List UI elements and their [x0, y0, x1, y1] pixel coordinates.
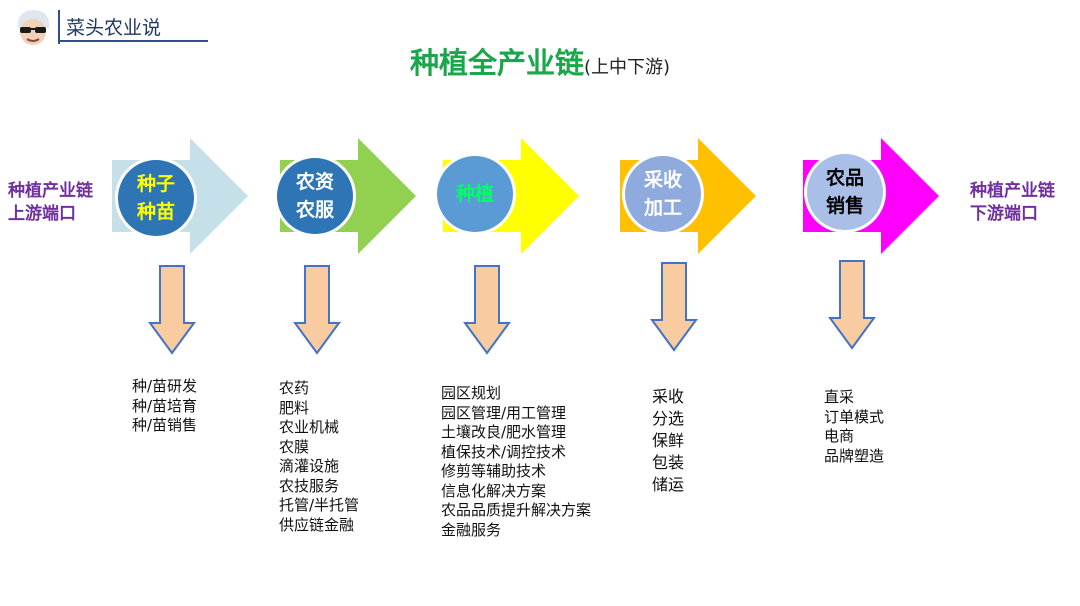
stage-circle-3: 种植: [437, 156, 513, 232]
stage-down-arrow-5: [828, 260, 876, 354]
list-item: 直采: [824, 388, 855, 406]
stage-3-details: 园区规划园区管理/用工管理土壤改良/肥水管理植保技术/调控技术修剪等辅助技术信息…: [441, 384, 591, 540]
stage-circle-5: 农品销售: [807, 154, 883, 230]
list-item: 订单模式: [824, 407, 885, 426]
list-item: 采收: [652, 387, 685, 406]
list-item: 保鲜: [652, 431, 685, 450]
stage-label-1-line1: 种子: [136, 173, 175, 195]
stage-down-arrow-1: [148, 265, 196, 359]
stage-down-arrow-2: [293, 265, 341, 359]
list-item: 农膜: [279, 437, 310, 456]
brand-avatar: [12, 8, 54, 48]
stage-label-4-line2: 加工: [643, 197, 682, 219]
stage-label-4-line1: 采收: [643, 169, 682, 191]
list-item: 分选: [652, 409, 685, 428]
title-main: 种植全产业链: [409, 46, 584, 80]
upstream-label: 种植产业链 上游端口: [8, 180, 93, 226]
list-item: 园区规划: [441, 384, 502, 402]
downstream-label: 种植产业链 下游端口: [970, 180, 1055, 226]
page-title: 种植全产业链(上中下游): [0, 40, 1080, 82]
upstream-label-line1: 种植产业链: [8, 181, 93, 201]
stage-circle-1: 种子种苗: [118, 160, 194, 236]
title-sub: (上中下游): [583, 57, 671, 78]
stage-down-arrow-3: [463, 265, 511, 359]
list-item: 电商: [824, 427, 855, 445]
stage-label-5-line2: 销售: [825, 195, 864, 217]
list-item: 储运: [652, 475, 685, 494]
stage-2-details: 农药肥料农业机械农膜滴灌设施农技服务托管/半托管供应链金融: [279, 379, 359, 535]
list-item: 包装: [652, 453, 685, 472]
list-item: 农品品质提升解决方案: [441, 501, 592, 519]
list-item: 种/苗研发: [132, 377, 198, 395]
stage-label-2-line2: 农服: [295, 199, 334, 221]
upstream-label-line2: 上游端口: [8, 204, 76, 224]
list-item: 种/苗培育: [132, 396, 198, 415]
list-item: 农业机械: [279, 418, 340, 436]
list-item: 滴灌设施: [279, 457, 340, 475]
list-item: 农药: [279, 379, 310, 397]
list-item: 肥料: [279, 398, 310, 417]
stage-1-details: 种/苗研发种/苗培育种/苗销售: [132, 377, 197, 436]
list-item: 修剪等辅助技术: [441, 462, 547, 480]
list-item: 品牌塑造: [824, 446, 885, 465]
list-item: 供应链金融: [279, 515, 355, 534]
stage-5-details: 直采订单模式电商品牌塑造: [824, 388, 884, 466]
downstream-label-line2: 下游端口: [970, 204, 1038, 224]
list-item: 土壤改良/肥水管理: [441, 423, 567, 441]
stage-label-2-line1: 农资: [295, 171, 334, 193]
stage-label-3-line1: 种植: [455, 183, 494, 205]
stage-label-5-line1: 农品: [825, 167, 864, 189]
list-item: 植保技术/调控技术: [441, 442, 567, 461]
brand-divider-vertical: [58, 10, 60, 44]
list-item: 园区管理/用工管理: [441, 403, 567, 422]
stage-4-details: 采收分选保鲜包装储运: [652, 386, 684, 496]
stage-circle-4: 采收加工: [625, 156, 701, 232]
stage-label-1-line2: 种苗: [136, 201, 175, 223]
list-item: 信息化解决方案: [441, 481, 547, 500]
downstream-label-line1: 种植产业链: [970, 181, 1055, 201]
stage-circle-2: 农资农服: [277, 158, 353, 234]
brand-name: 菜头农业说: [66, 17, 162, 39]
list-item: 农技服务: [279, 476, 340, 495]
list-item: 种/苗销售: [132, 416, 198, 434]
list-item: 托管/半托管: [279, 496, 360, 514]
person-face-icon: [18, 10, 49, 45]
list-item: 金融服务: [441, 520, 502, 539]
stage-down-arrow-4: [650, 262, 698, 356]
brand-underline: [58, 40, 208, 42]
